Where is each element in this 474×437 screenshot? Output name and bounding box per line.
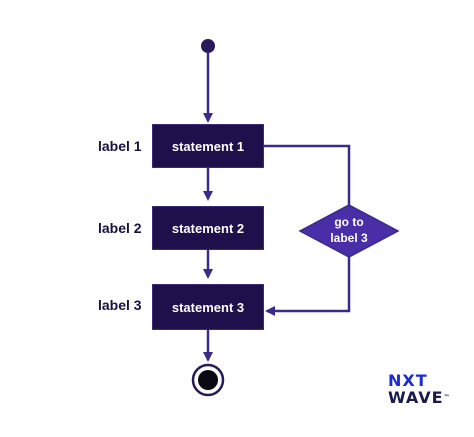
connector-statement-1-to-decision: [264, 144, 351, 206]
statement-1-box: statement 1: [152, 124, 264, 168]
start-node: [201, 39, 215, 53]
nxtwave-logo: NXT WAVE™: [388, 372, 451, 406]
arrow-decision-to-statement-3: [265, 255, 351, 316]
statement-2-box: statement 2: [152, 206, 264, 250]
label-1: label 1: [98, 138, 142, 154]
decision-diamond: [298, 204, 400, 258]
decision-label-line-1: go to: [334, 215, 364, 229]
logo-line-2: WAVE™: [388, 389, 451, 406]
statement-3-box: statement 3: [152, 284, 264, 330]
decision-label: go to label 3: [309, 214, 389, 246]
logo-line-1: NXT: [388, 371, 428, 390]
trademark-mark: ™: [443, 394, 451, 401]
end-node-inner: [198, 370, 218, 390]
logo-line-2-text: WAVE: [388, 388, 444, 407]
decision-label-line-2: label 3: [330, 231, 368, 245]
label-3: label 3: [98, 297, 142, 313]
label-2: label 2: [98, 220, 142, 236]
